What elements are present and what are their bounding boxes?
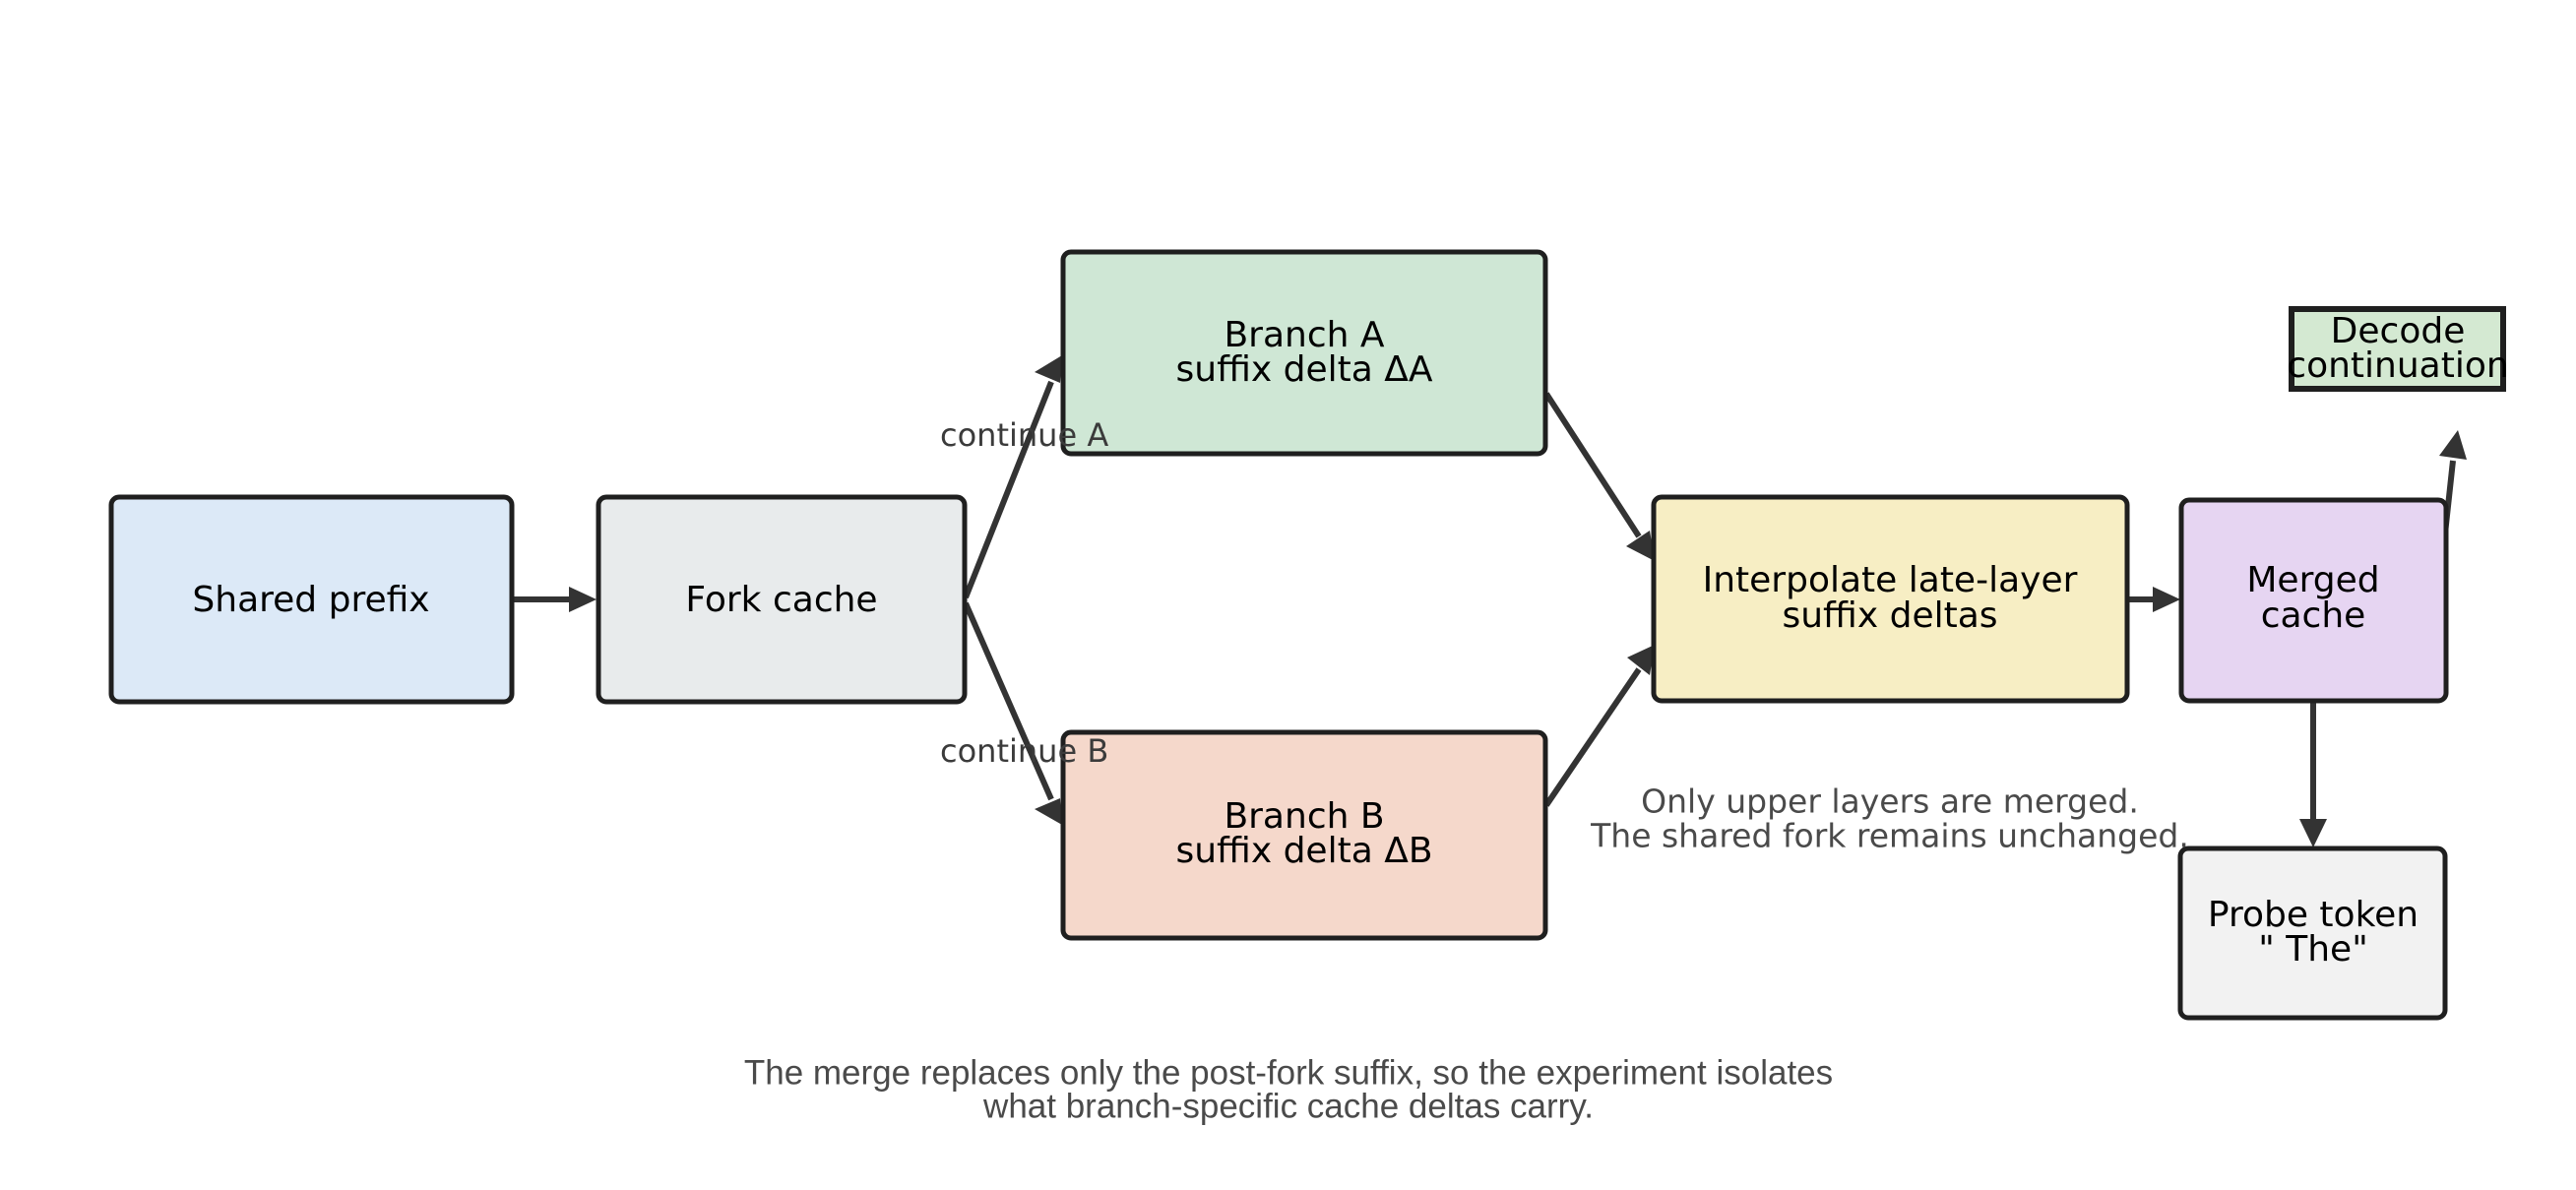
fork-cache-label: Fork cache <box>685 580 877 620</box>
caption-line1: The merge replaces only the post-fork su… <box>744 1053 1833 1092</box>
edge-merged-to-probe <box>2299 701 2327 847</box>
edge-fork-to-branch-a <box>963 355 1062 599</box>
node-interpolate[interactable]: Interpolate late-layer suffix deltas <box>1651 494 2130 704</box>
shared-prefix-label: Shared prefix <box>192 580 429 620</box>
interpolate-label-line2: suffix deltas <box>1782 595 1997 636</box>
decode-continuation-label-line2: continuation <box>2287 345 2508 386</box>
edge-label-continue-b: continue B <box>940 732 1108 770</box>
branch-a-label-line1: Branch A <box>1224 315 1384 355</box>
edge-fork-to-branch-b <box>963 601 1062 825</box>
node-branch-b[interactable]: Branch B suffix delta ΔB <box>1060 729 1548 941</box>
merge-note: Only upper layers are merged. The shared… <box>1590 783 2189 855</box>
node-branch-a[interactable]: Branch A suffix delta ΔA <box>1060 249 1548 457</box>
probe-token-label-line1: Probe token <box>2208 895 2419 935</box>
interpolate-label-line1: Interpolate late-layer <box>1703 560 2078 600</box>
caption-line2: what branch-specific cache deltas carry. <box>982 1087 1594 1125</box>
merge-note-line1: Only upper layers are merged. <box>1641 783 2139 821</box>
decode-continuation-label-line1: Decode <box>2331 311 2466 351</box>
node-shared-prefix[interactable]: Shared prefix <box>108 494 515 705</box>
edge-branch-b-to-interpolate <box>1543 645 1655 807</box>
node-probe-token[interactable]: Probe token " The" <box>2177 846 2448 1021</box>
node-decode-continuation[interactable]: Decode continuation <box>2287 306 2509 392</box>
edge-branch-a-to-interpolate <box>1543 392 1655 561</box>
edge-interpolate-to-merged <box>2127 587 2180 612</box>
merge-note-line2: The shared fork remains unchanged. <box>1590 817 2189 855</box>
branch-b-label-line2: suffix delta ΔB <box>1175 831 1432 871</box>
figure-caption: The merge replaces only the post-fork su… <box>744 1053 1833 1125</box>
node-fork-cache[interactable]: Fork cache <box>596 494 968 705</box>
edge-label-continue-a: continue A <box>940 416 1108 454</box>
merged-cache-label-line2: cache <box>2261 595 2366 636</box>
probe-token-label-line2: " The" <box>2258 929 2368 970</box>
branch-b-label-line1: Branch B <box>1224 796 1384 837</box>
edge-prefix-to-fork <box>513 587 597 612</box>
node-merged-cache[interactable]: Merged cache <box>2178 497 2449 704</box>
branch-a-label-line2: suffix delta ΔA <box>1176 349 1433 390</box>
merged-cache-label-line1: Merged <box>2246 560 2379 600</box>
